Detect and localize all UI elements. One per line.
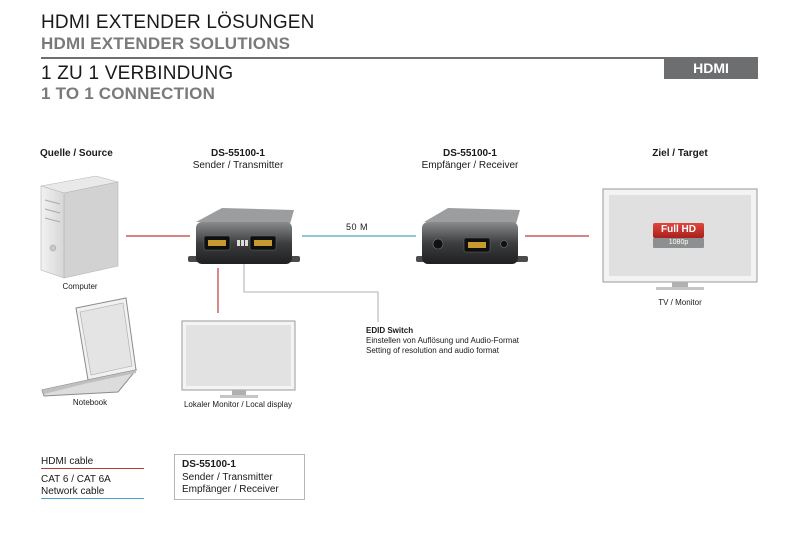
sender-model: DS-55100-1 bbox=[211, 148, 265, 159]
local-display-label: Lokaler Monitor / Local display bbox=[183, 400, 293, 409]
receiver-device-icon bbox=[416, 208, 528, 264]
subtitle-en: 1 TO 1 CONNECTION bbox=[41, 84, 216, 103]
edid-title: EDID Switch bbox=[366, 326, 414, 335]
resolution-label: 1080p bbox=[668, 239, 689, 246]
tv-label: TV / Monitor bbox=[658, 298, 702, 307]
sender-role: Sender / Transmitter bbox=[192, 160, 284, 171]
notebook-icon bbox=[41, 297, 138, 397]
legend-hdmi-line bbox=[41, 468, 144, 469]
hdmi-badge: HDMI bbox=[664, 57, 758, 79]
full-hd-badge-icon bbox=[653, 223, 704, 248]
computer-icon bbox=[40, 175, 119, 279]
legend-network-line bbox=[41, 498, 144, 499]
title-en: HDMI EXTENDER SOLUTIONS bbox=[41, 34, 291, 53]
legend-box-sender: Sender / Transmitter bbox=[182, 472, 273, 483]
receiver-role: Empfänger / Receiver bbox=[421, 160, 519, 171]
legend-box-model: DS-55100-1 bbox=[182, 459, 236, 470]
header-divider bbox=[41, 57, 758, 59]
legend-device-box: DS-55100-1 Sender / Transmitter Empfänge… bbox=[174, 454, 305, 500]
subtitle-de: 1 ZU 1 VERBINDUNG bbox=[41, 63, 234, 84]
source-heading: Quelle / Source bbox=[40, 148, 113, 159]
local-monitor-icon bbox=[181, 320, 296, 398]
tv-monitor-icon bbox=[602, 188, 758, 290]
fullhd-label: Full HD bbox=[661, 224, 696, 235]
sender-device-icon bbox=[188, 208, 300, 264]
legend-network-label: Network cable bbox=[41, 486, 105, 497]
target-heading: Ziel / Target bbox=[652, 148, 708, 159]
title-de: HDMI EXTENDER LÖSUNGEN bbox=[41, 12, 315, 33]
receiver-model: DS-55100-1 bbox=[443, 148, 497, 159]
legend-hdmi-label: HDMI cable bbox=[41, 456, 94, 467]
edid-line-de: Einstellen von Auflösung und Audio-Forma… bbox=[366, 336, 519, 345]
notebook-label: Notebook bbox=[72, 398, 108, 407]
edid-leader-line bbox=[243, 262, 379, 322]
legend-box-receiver: Empfänger / Receiver bbox=[182, 484, 279, 495]
computer-label: Computer bbox=[62, 282, 98, 291]
distance-label: 50 M bbox=[346, 222, 369, 232]
edid-line-en: Setting of resolution and audio format bbox=[366, 346, 499, 355]
legend-cat-label: CAT 6 / CAT 6A bbox=[41, 474, 111, 485]
